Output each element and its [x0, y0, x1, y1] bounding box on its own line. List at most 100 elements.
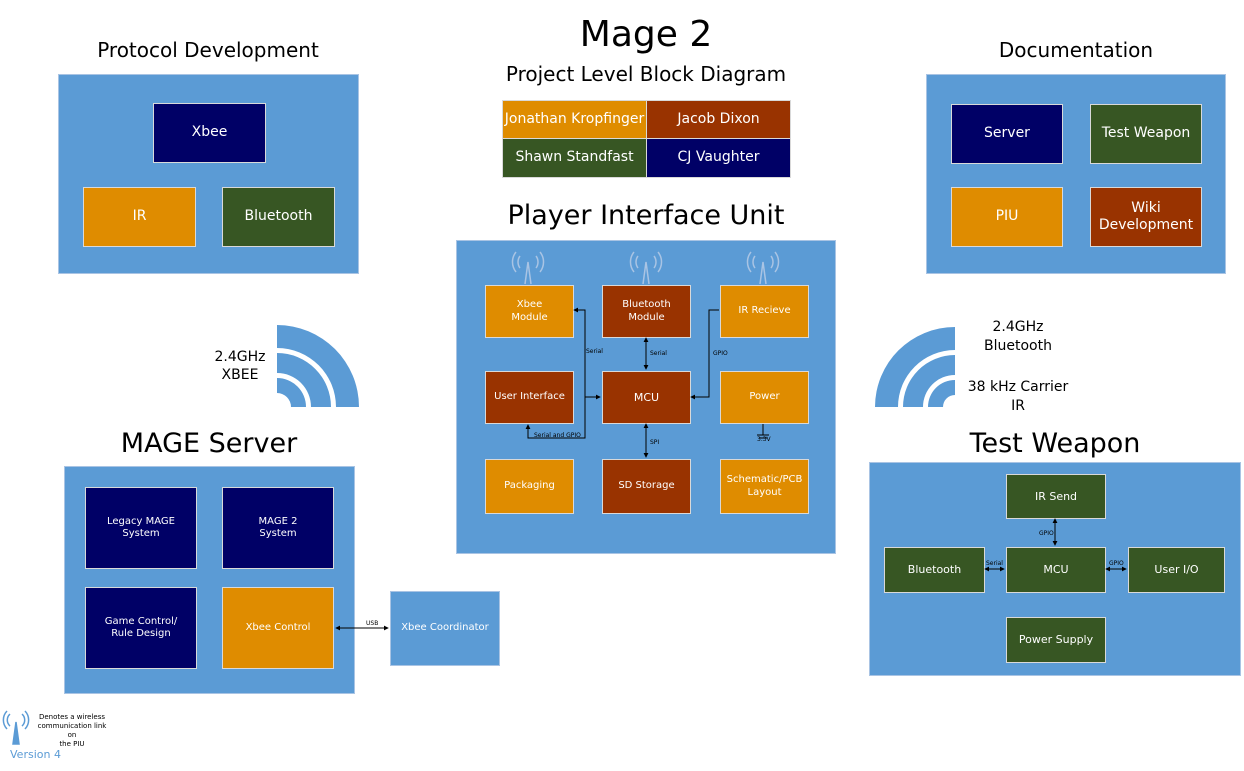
block-label: IR Recieve	[738, 305, 791, 317]
block-label: System	[259, 528, 297, 539]
block-label: Bluetooth	[244, 208, 313, 225]
piu-title: Player Interface Unit	[507, 200, 785, 231]
block-label: Legacy MAGE	[107, 515, 175, 527]
piu-mcu-block: MCU	[602, 371, 691, 424]
doc-test-weapon-block: Test Weapon	[1090, 104, 1202, 164]
server-title: MAGE Server	[120, 428, 298, 459]
block-label: IR Send	[1034, 489, 1078, 503]
weapon-power-supply-block: Power Supply	[1006, 617, 1106, 663]
piu-connections	[525, 307, 769, 458]
wireless-ir-label: 38 kHz Carrier IR	[966, 378, 1070, 416]
legend-line: the PIU	[59, 740, 85, 748]
wireless-line: Bluetooth	[984, 338, 1052, 354]
block-label: System	[122, 528, 160, 539]
block-label: Power Supply	[1018, 633, 1094, 647]
team-member-label: Shawn Standfast	[515, 149, 634, 166]
weapon-gpio-label-io: GPIO	[1109, 560, 1124, 567]
team-member-shawn: Shawn Standfast	[502, 138, 647, 178]
block-label: Test Weapon	[1101, 125, 1191, 142]
piu-panel: Xbee Module Bluetooth Module IR Recieve …	[456, 240, 836, 554]
legend-line: communication link on	[37, 722, 107, 739]
block-label: Schematic/PCB	[726, 474, 803, 485]
doc-piu-block: PIU	[951, 187, 1063, 247]
block-label: Xbee Control	[245, 621, 311, 633]
block-label: Rule Design	[111, 628, 171, 639]
wireless-xbee-icon	[277, 325, 359, 407]
weapon-connections	[984, 518, 1127, 572]
block-label: MCU	[1043, 563, 1069, 577]
wireless-line: XBEE	[221, 367, 259, 383]
team-member-label: Jonathan Kropfinger	[504, 110, 645, 127]
legend-antenna-icon	[2, 710, 30, 745]
block-label: User Interface	[494, 391, 565, 403]
piu-ir-receive-block: IR Recieve	[720, 285, 809, 338]
block-label: Module	[511, 311, 548, 323]
block-label: MCU	[633, 390, 660, 404]
server-xbee-control-block: Xbee Control	[222, 587, 334, 669]
team-member-cj: CJ Vaughter	[646, 138, 791, 178]
weapon-title: Test Weapon	[969, 428, 1141, 459]
wireless-line: 2.4GHz	[992, 319, 1044, 335]
protocol-panel: Xbee IR Bluetooth	[58, 74, 359, 274]
block-label: PIU	[995, 208, 1019, 225]
piu-sd-storage-block: SD Storage	[602, 459, 691, 514]
protocol-title: Protocol Development	[97, 38, 319, 62]
weapon-gpio-label-ir: GPIO	[1039, 530, 1054, 537]
page-title: Mage 2	[579, 14, 713, 55]
block-label: Bluetooth	[622, 299, 671, 310]
protocol-bluetooth-block: Bluetooth	[222, 187, 335, 247]
block-label: Server	[984, 125, 1030, 142]
block-label: Xbee	[191, 124, 228, 141]
block-label: Packaging	[504, 480, 555, 492]
weapon-user-io-block: User I/O	[1128, 547, 1225, 593]
protocol-ir-block: IR	[83, 187, 196, 247]
block-label: Wiki	[1131, 199, 1161, 216]
wireless-xbee-label: 2.4GHz XBEE	[200, 348, 280, 384]
documentation-panel: Server Test Weapon PIU Wiki Development	[926, 74, 1226, 274]
piu-serial-gpio-label: Serial and GPIO	[534, 432, 581, 439]
piu-gpio-label: GPIO	[713, 350, 728, 357]
legend-text: Denotes a wireless communication link on…	[36, 713, 108, 749]
doc-wiki-block: Wiki Development	[1090, 187, 1202, 247]
wireless-line: 2.4GHz	[214, 349, 266, 365]
block-label: Module	[628, 311, 665, 323]
page-subtitle: Project Level Block Diagram	[505, 62, 787, 86]
server-usb-label: USB	[366, 620, 379, 627]
wireless-bluetooth-icon	[875, 327, 955, 407]
documentation-title: Documentation	[998, 38, 1154, 62]
piu-serial-label-bt: Serial	[650, 350, 667, 357]
block-label: Xbee	[516, 299, 543, 310]
piu-spi-label: SPI	[650, 439, 660, 446]
team-member-jacob: Jacob Dixon	[646, 100, 791, 139]
piu-packaging-block: Packaging	[485, 459, 574, 514]
piu-user-interface-block: User Interface	[485, 371, 574, 424]
wireless-line: IR	[1011, 398, 1025, 414]
server-legacy-block: Legacy MAGE System	[85, 487, 197, 569]
doc-server-block: Server	[951, 104, 1063, 164]
block-label: Development	[1098, 217, 1194, 233]
weapon-panel: IR Send Bluetooth MCU User I/O Power Sup…	[869, 462, 1241, 676]
antenna-icon	[511, 251, 780, 285]
piu-3v3-label: 3.3V	[757, 436, 771, 443]
weapon-mcu-block: MCU	[1006, 547, 1106, 593]
weapon-serial-label: Serial	[986, 560, 1003, 567]
legend-line: Denotes a wireless	[38, 713, 106, 721]
weapon-bluetooth-block: Bluetooth	[884, 547, 985, 593]
team-member-label: CJ Vaughter	[677, 149, 760, 166]
protocol-xbee-block: Xbee	[153, 103, 266, 163]
block-label: User I/O	[1154, 563, 1199, 577]
block-label: Layout	[747, 486, 782, 498]
server-mage2-block: MAGE 2 System	[222, 487, 334, 569]
team-member-label: Jacob Dixon	[677, 110, 760, 127]
server-panel: Legacy MAGE System MAGE 2 System Game Co…	[64, 466, 355, 694]
piu-schematic-block: Schematic/PCB Layout	[720, 459, 809, 514]
piu-power-block: Power	[720, 371, 809, 424]
server-game-control-block: Game Control/ Rule Design	[85, 587, 197, 669]
wireless-bluetooth-label: 2.4GHz Bluetooth	[976, 318, 1060, 356]
wireless-line: 38 kHz Carrier	[967, 379, 1069, 395]
block-label: Bluetooth	[907, 563, 962, 577]
block-label: IR	[132, 208, 147, 225]
block-label: Game Control/	[104, 615, 178, 627]
block-label: MAGE 2	[258, 515, 298, 527]
